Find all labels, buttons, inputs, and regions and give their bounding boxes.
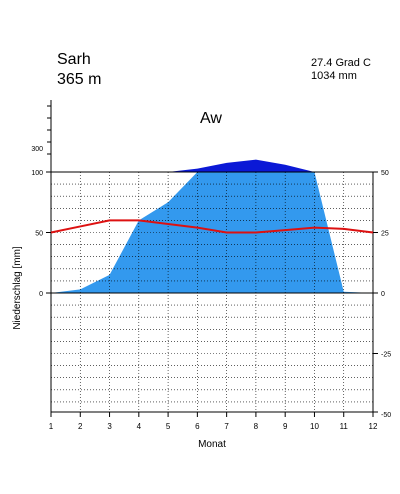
left-tick-label: 100 xyxy=(31,170,43,177)
chart-fills xyxy=(51,159,373,293)
right-tick-label: -25 xyxy=(381,352,391,359)
x-tick-label: 7 xyxy=(224,422,229,431)
mean-temperature: 27.4 Grad C xyxy=(311,57,371,69)
x-tick-label: 12 xyxy=(369,422,378,431)
x-tick-label: 10 xyxy=(310,422,319,431)
right-tick-label: 0 xyxy=(381,291,385,298)
x-tick-label: 2 xyxy=(78,422,83,431)
right-tick-label: 25 xyxy=(381,231,389,238)
y-axis-title: Niederschlag [mm] xyxy=(12,246,23,330)
climate-class: Aw xyxy=(200,110,222,127)
chart-axes xyxy=(46,100,378,417)
x-tick-label: 4 xyxy=(137,422,142,431)
humid-excess-area xyxy=(51,159,373,172)
x-tick-label: 1 xyxy=(49,422,54,431)
x-tick-label: 9 xyxy=(283,422,288,431)
station-name: Sarh xyxy=(57,51,91,68)
chart-lines xyxy=(50,219,374,234)
x-tick-label: 5 xyxy=(166,422,171,431)
right-tick-label: 50 xyxy=(381,170,389,177)
station-elevation: 365 m xyxy=(57,71,102,88)
annual-precipitation: 1034 mm xyxy=(311,70,357,82)
x-tick-label: 3 xyxy=(107,422,112,431)
left-tick-label: 50 xyxy=(35,231,43,238)
left-tick-label: 0 xyxy=(39,291,43,298)
x-tick-label: 8 xyxy=(254,422,259,431)
x-tick-label: 11 xyxy=(340,422,349,431)
x-tick-label: 6 xyxy=(195,422,200,431)
x-axis-title: Monat xyxy=(198,439,226,450)
right-tick-label: -50 xyxy=(381,412,391,419)
precipitation-area xyxy=(51,172,373,293)
left-tick-label: 300 xyxy=(31,146,43,153)
chart-grid xyxy=(51,172,373,412)
temperature-line xyxy=(50,219,374,234)
